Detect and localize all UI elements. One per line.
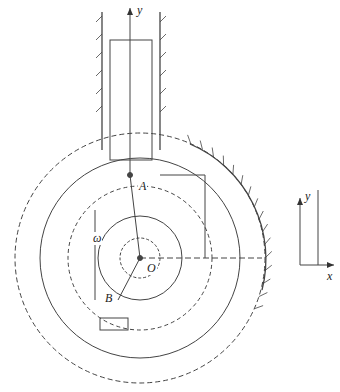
hatch-stroke xyxy=(241,175,243,184)
hatch-stroke xyxy=(223,156,224,166)
point-label: y xyxy=(304,190,311,203)
hatch-stroke xyxy=(265,251,272,258)
hatch-stroke xyxy=(188,135,191,144)
hatch-stroke xyxy=(262,224,267,232)
point-label: A xyxy=(138,180,147,193)
hatch-stroke xyxy=(200,141,202,150)
hatch-stroke xyxy=(212,148,213,157)
point-label: B xyxy=(104,292,113,305)
hatch-stroke xyxy=(259,211,263,219)
hatch-stroke xyxy=(248,186,251,195)
hatch-stroke xyxy=(254,198,258,207)
hatch-stroke xyxy=(259,293,268,297)
point-label: y xyxy=(136,4,143,17)
point-label: ω xyxy=(92,232,102,245)
hatch-stroke xyxy=(232,165,234,175)
hatch-stroke xyxy=(262,279,270,284)
point-label: O xyxy=(146,262,157,275)
hatch-stroke xyxy=(264,265,272,271)
hatch-stroke xyxy=(264,238,270,245)
hatch-stroke xyxy=(254,306,263,309)
point-label: x xyxy=(326,270,333,283)
